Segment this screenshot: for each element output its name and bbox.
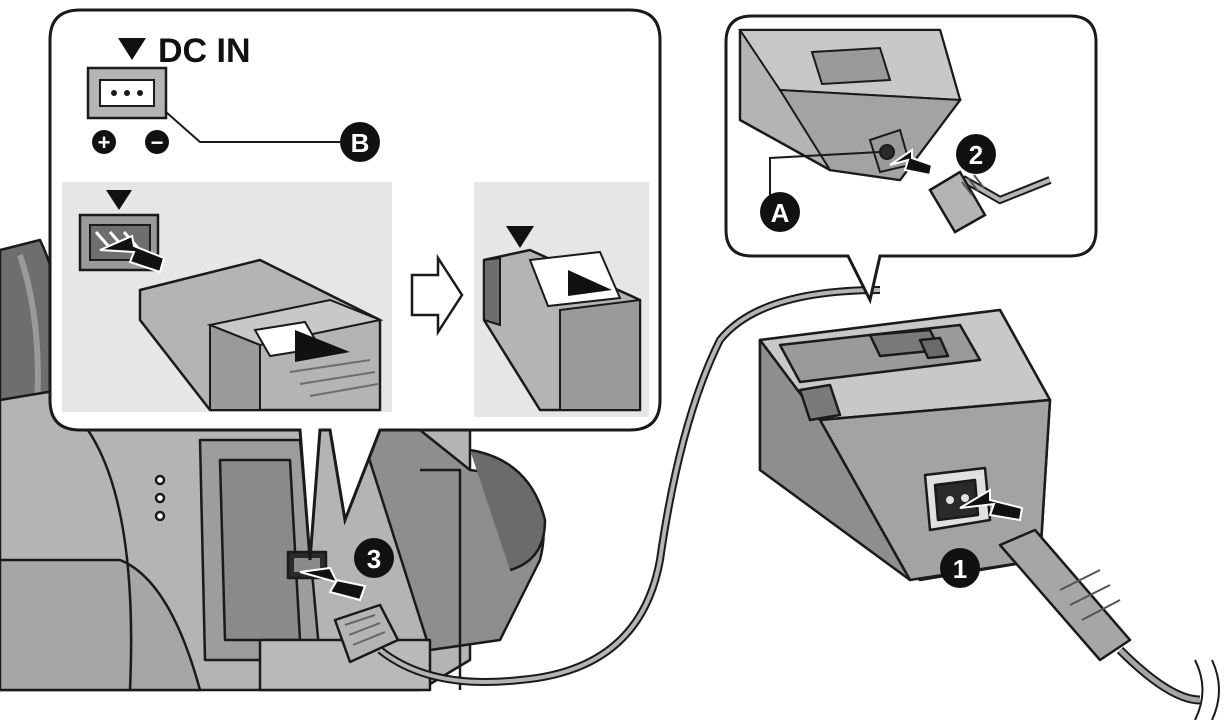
transition-arrow-icon [410, 253, 464, 337]
triangle-marker-icon [118, 38, 146, 60]
dc-plug [928, 170, 987, 234]
insert-arrow-icon [299, 566, 367, 602]
callout-b-label: B [351, 128, 370, 158]
dc-out-jack[interactable] [879, 144, 895, 160]
step-3-number: 3 [367, 544, 381, 574]
step-2-number: 2 [969, 140, 983, 170]
callout-b: B [340, 122, 380, 162]
plus-icon: + [92, 130, 116, 155]
step-1-marker: 1 [940, 548, 980, 588]
callout-a: A [760, 192, 800, 232]
adaptor-detail-panel: A 2 [724, 14, 1098, 305]
step-3-marker: 3 [354, 538, 394, 578]
insert-arrow-icon [889, 148, 934, 177]
step-2-marker: 2 [956, 134, 996, 174]
minus-icon: − [145, 130, 169, 155]
ac-cord [1116, 646, 1201, 705]
dc-in-detail-panel: DC IN + − B [48, 8, 662, 561]
indicator-dot [154, 474, 166, 486]
insert-arrow-icon [99, 234, 166, 274]
triangle-marker-icon [506, 226, 534, 248]
svg-text:−: − [151, 130, 164, 155]
triangle-marker-icon [106, 190, 132, 210]
indicator-dot [154, 492, 166, 504]
svg-text:+: + [98, 130, 111, 155]
step-1-number: 1 [953, 554, 967, 584]
ac-adaptor [758, 308, 1052, 582]
ac-power-plug [998, 528, 1132, 662]
cord-break-mark [1194, 659, 1220, 720]
triangle-arrow-icon [295, 330, 350, 362]
triangle-arrow-icon [568, 270, 612, 296]
insert-arrow-icon [959, 488, 1024, 522]
callout-a-label: A [771, 198, 790, 228]
indicator-dot [154, 510, 166, 522]
dc-in-label: DC IN [158, 32, 251, 70]
dc-plug-camcorder [333, 603, 400, 664]
